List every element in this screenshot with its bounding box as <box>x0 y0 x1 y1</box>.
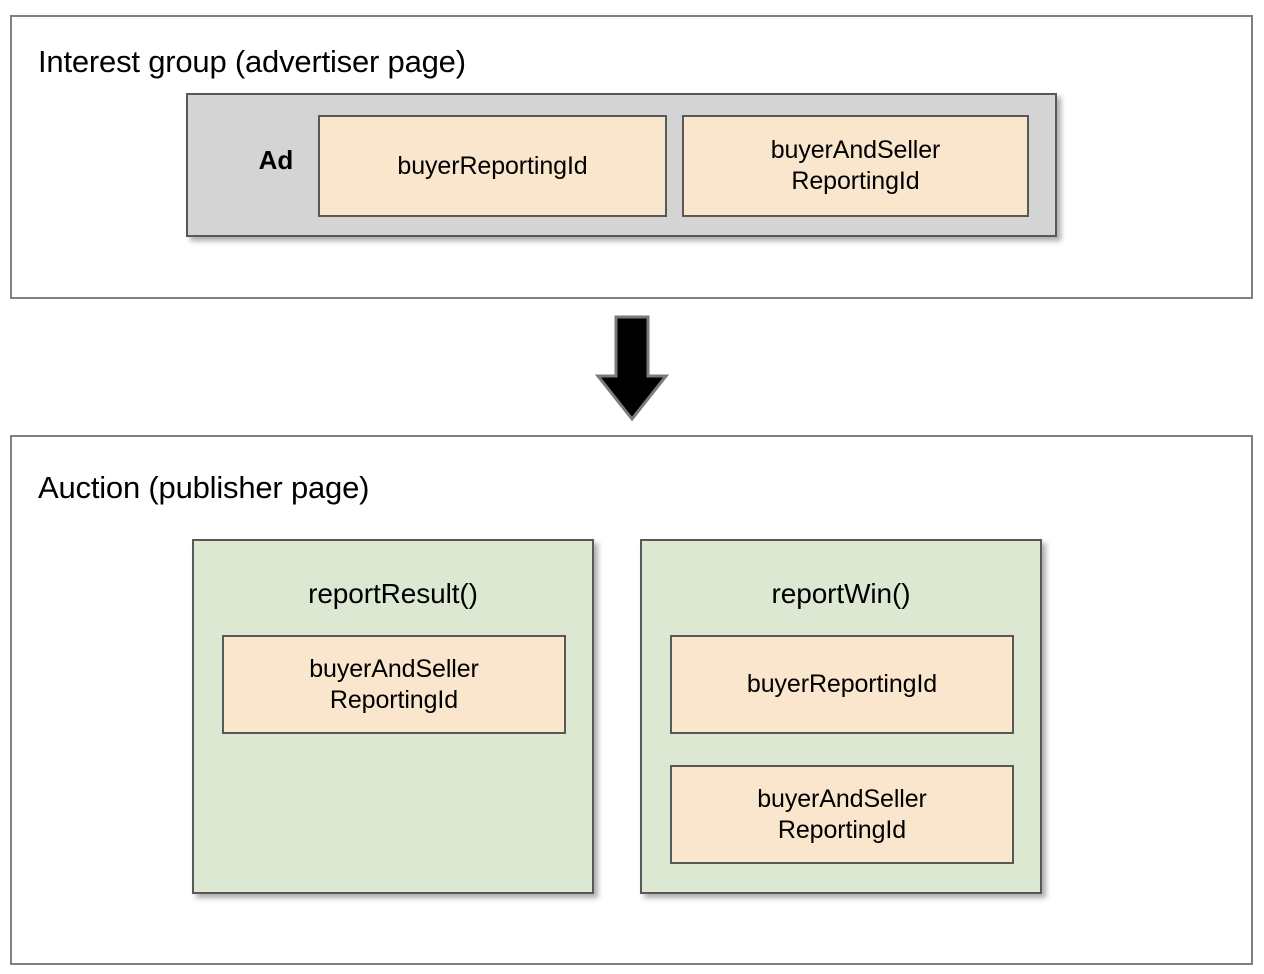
arrow-down-icon <box>595 315 669 422</box>
chip-buyer-reporting-id: buyerReportingId <box>670 635 1014 734</box>
function-box-report-win: reportWin() buyerReportingId buyerAndSel… <box>640 539 1042 894</box>
section-title-interest-group: Interest group (advertiser page) <box>38 44 466 79</box>
ad-label: Ad <box>258 145 294 175</box>
chip-buyer-reporting-id: buyerReportingId <box>318 115 667 217</box>
section-title-auction: Auction (publisher page) <box>38 470 370 505</box>
function-title-report-win: reportWin() <box>771 578 911 609</box>
function-title-report-result: reportResult() <box>308 578 478 609</box>
